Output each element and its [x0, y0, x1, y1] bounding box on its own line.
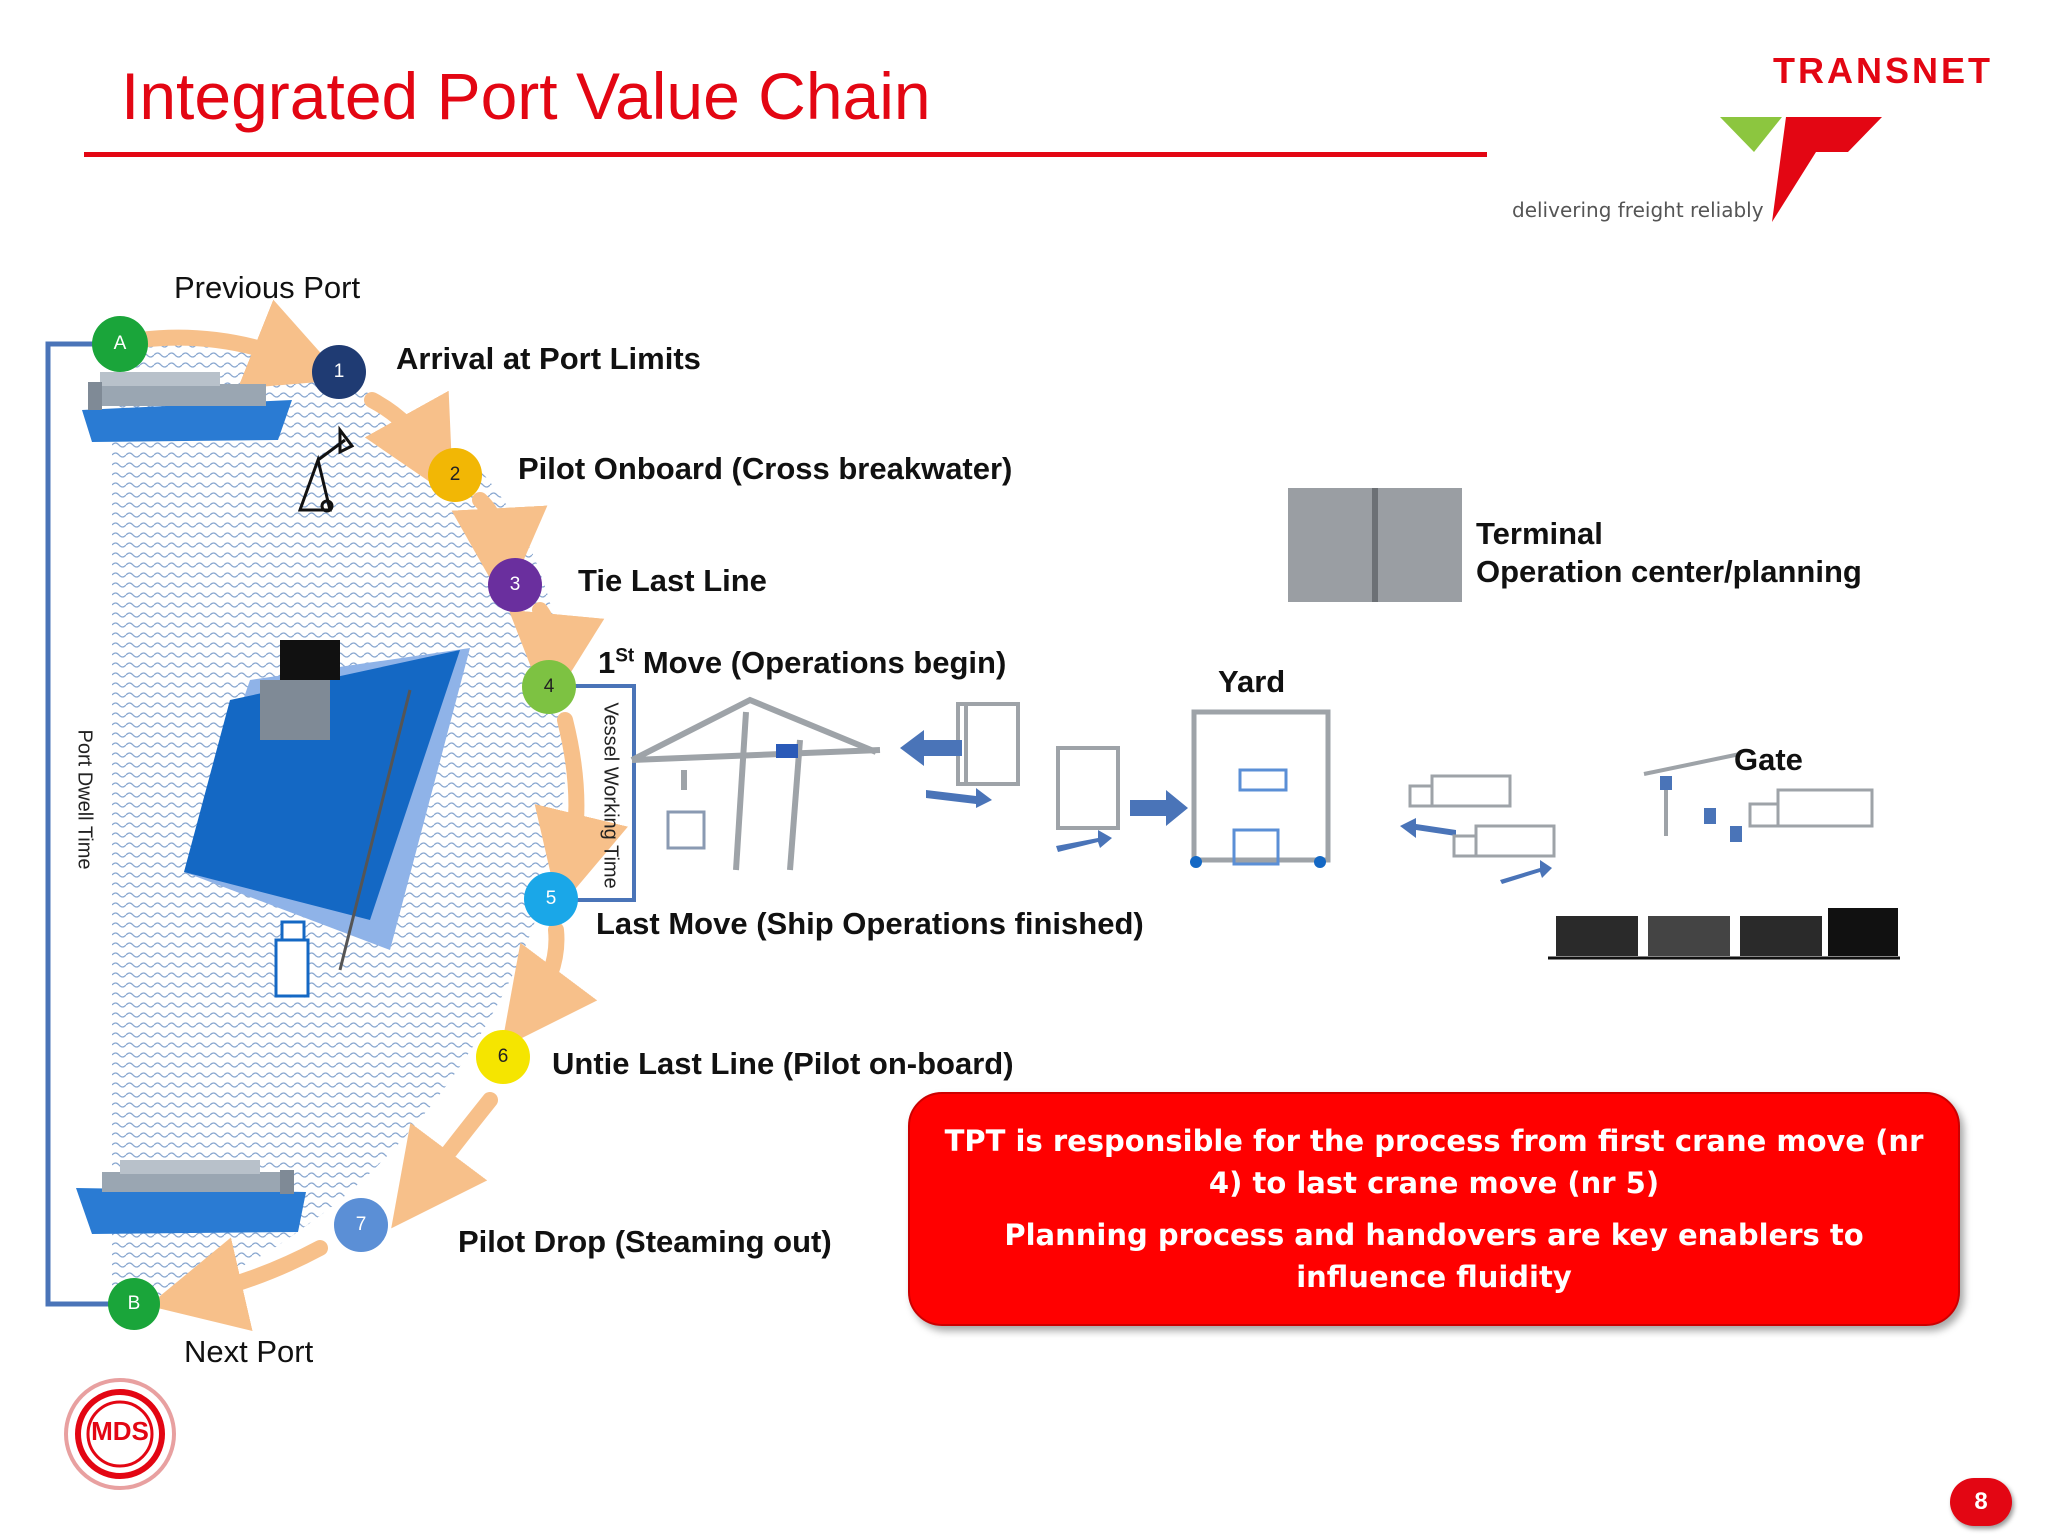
brand-tagline: delivering freight reliably	[1512, 198, 1764, 222]
responsibility-callout: TPT is responsible for the process from …	[908, 1092, 1960, 1326]
gate-label: Gate	[1734, 742, 1803, 777]
ship-to-shore-crane-icon	[630, 696, 881, 871]
callout-line-2: Planning process and handovers are key e…	[1004, 1218, 1864, 1294]
step-4-label-prefix: 1	[598, 645, 616, 680]
step-7-label: Pilot Drop (Steaming out)	[458, 1224, 832, 1259]
arriving-ship-icon	[82, 372, 292, 442]
step-3-label: Tie Last Line	[578, 563, 767, 598]
step-1-badge: 1	[312, 345, 366, 399]
step-2-label: Pilot Onboard (Cross breakwater)	[518, 451, 1013, 486]
step-6-badge: 6	[476, 1030, 530, 1084]
buoy-icon	[297, 425, 355, 513]
terminal-building-icon	[1288, 488, 1462, 602]
step-5-label: Last Move (Ship Operations finished)	[596, 906, 1144, 941]
port-dwell-bracket	[45, 341, 120, 1307]
truck-icon	[1408, 774, 1556, 858]
transnet-logo-icon	[1720, 117, 1882, 222]
operation-center-label: Operation center/planning	[1476, 554, 1862, 589]
lighthouse-icon	[274, 920, 310, 998]
flow-arrows	[132, 299, 628, 1331]
departing-ship-icon	[76, 1160, 306, 1234]
vessel-working-time-label: Vessel Working Time	[599, 702, 622, 889]
gate-barrier-icon	[1643, 752, 1742, 842]
brand-logo: TRANSNET	[1773, 50, 1993, 91]
step-7-badge: 7	[334, 1198, 388, 1252]
large-vessel-icon	[184, 640, 470, 971]
step-4-badge: 4	[522, 660, 576, 714]
gate-truck-icon	[1748, 788, 1874, 828]
terminal-label: Terminal	[1476, 516, 1603, 551]
marker-end: B	[108, 1278, 160, 1330]
straddle-carrier-icon	[1056, 746, 1120, 830]
step-4-label: 1St Move (Operations begin)	[598, 645, 1006, 681]
callout-line-1: TPT is responsible for the process from …	[944, 1124, 1924, 1200]
step-1-label: Arrival at Port Limits	[396, 341, 701, 376]
previous-port-label: Previous Port	[174, 270, 361, 305]
mds-logo-icon	[64, 1378, 176, 1490]
next-port-label: Next Port	[184, 1334, 314, 1369]
page-title: Integrated Port Value Chain	[121, 59, 931, 133]
port-dwell-time-label: Port Dwell Time	[73, 729, 96, 870]
transfer-arrows	[900, 730, 1552, 884]
step-3-badge: 3	[488, 558, 542, 612]
step-4-label-sup: St	[615, 645, 635, 667]
step-4-label-rest: Move (Operations begin)	[634, 645, 1007, 680]
title-underline	[84, 152, 1487, 157]
step-5-badge: 5	[524, 872, 578, 926]
step-2-badge: 2	[428, 448, 482, 502]
step-6-label: Untie Last Line (Pilot on-board)	[552, 1046, 1014, 1081]
straddle-carrier-icon	[956, 702, 1020, 786]
yard-label: Yard	[1218, 664, 1286, 699]
mds-logo-text: MDS	[91, 1416, 149, 1446]
page-number: 8	[1950, 1478, 2012, 1526]
yard-crane-icon	[1190, 709, 1331, 868]
train-icon	[1548, 908, 1900, 960]
marker-start: A	[92, 316, 148, 372]
